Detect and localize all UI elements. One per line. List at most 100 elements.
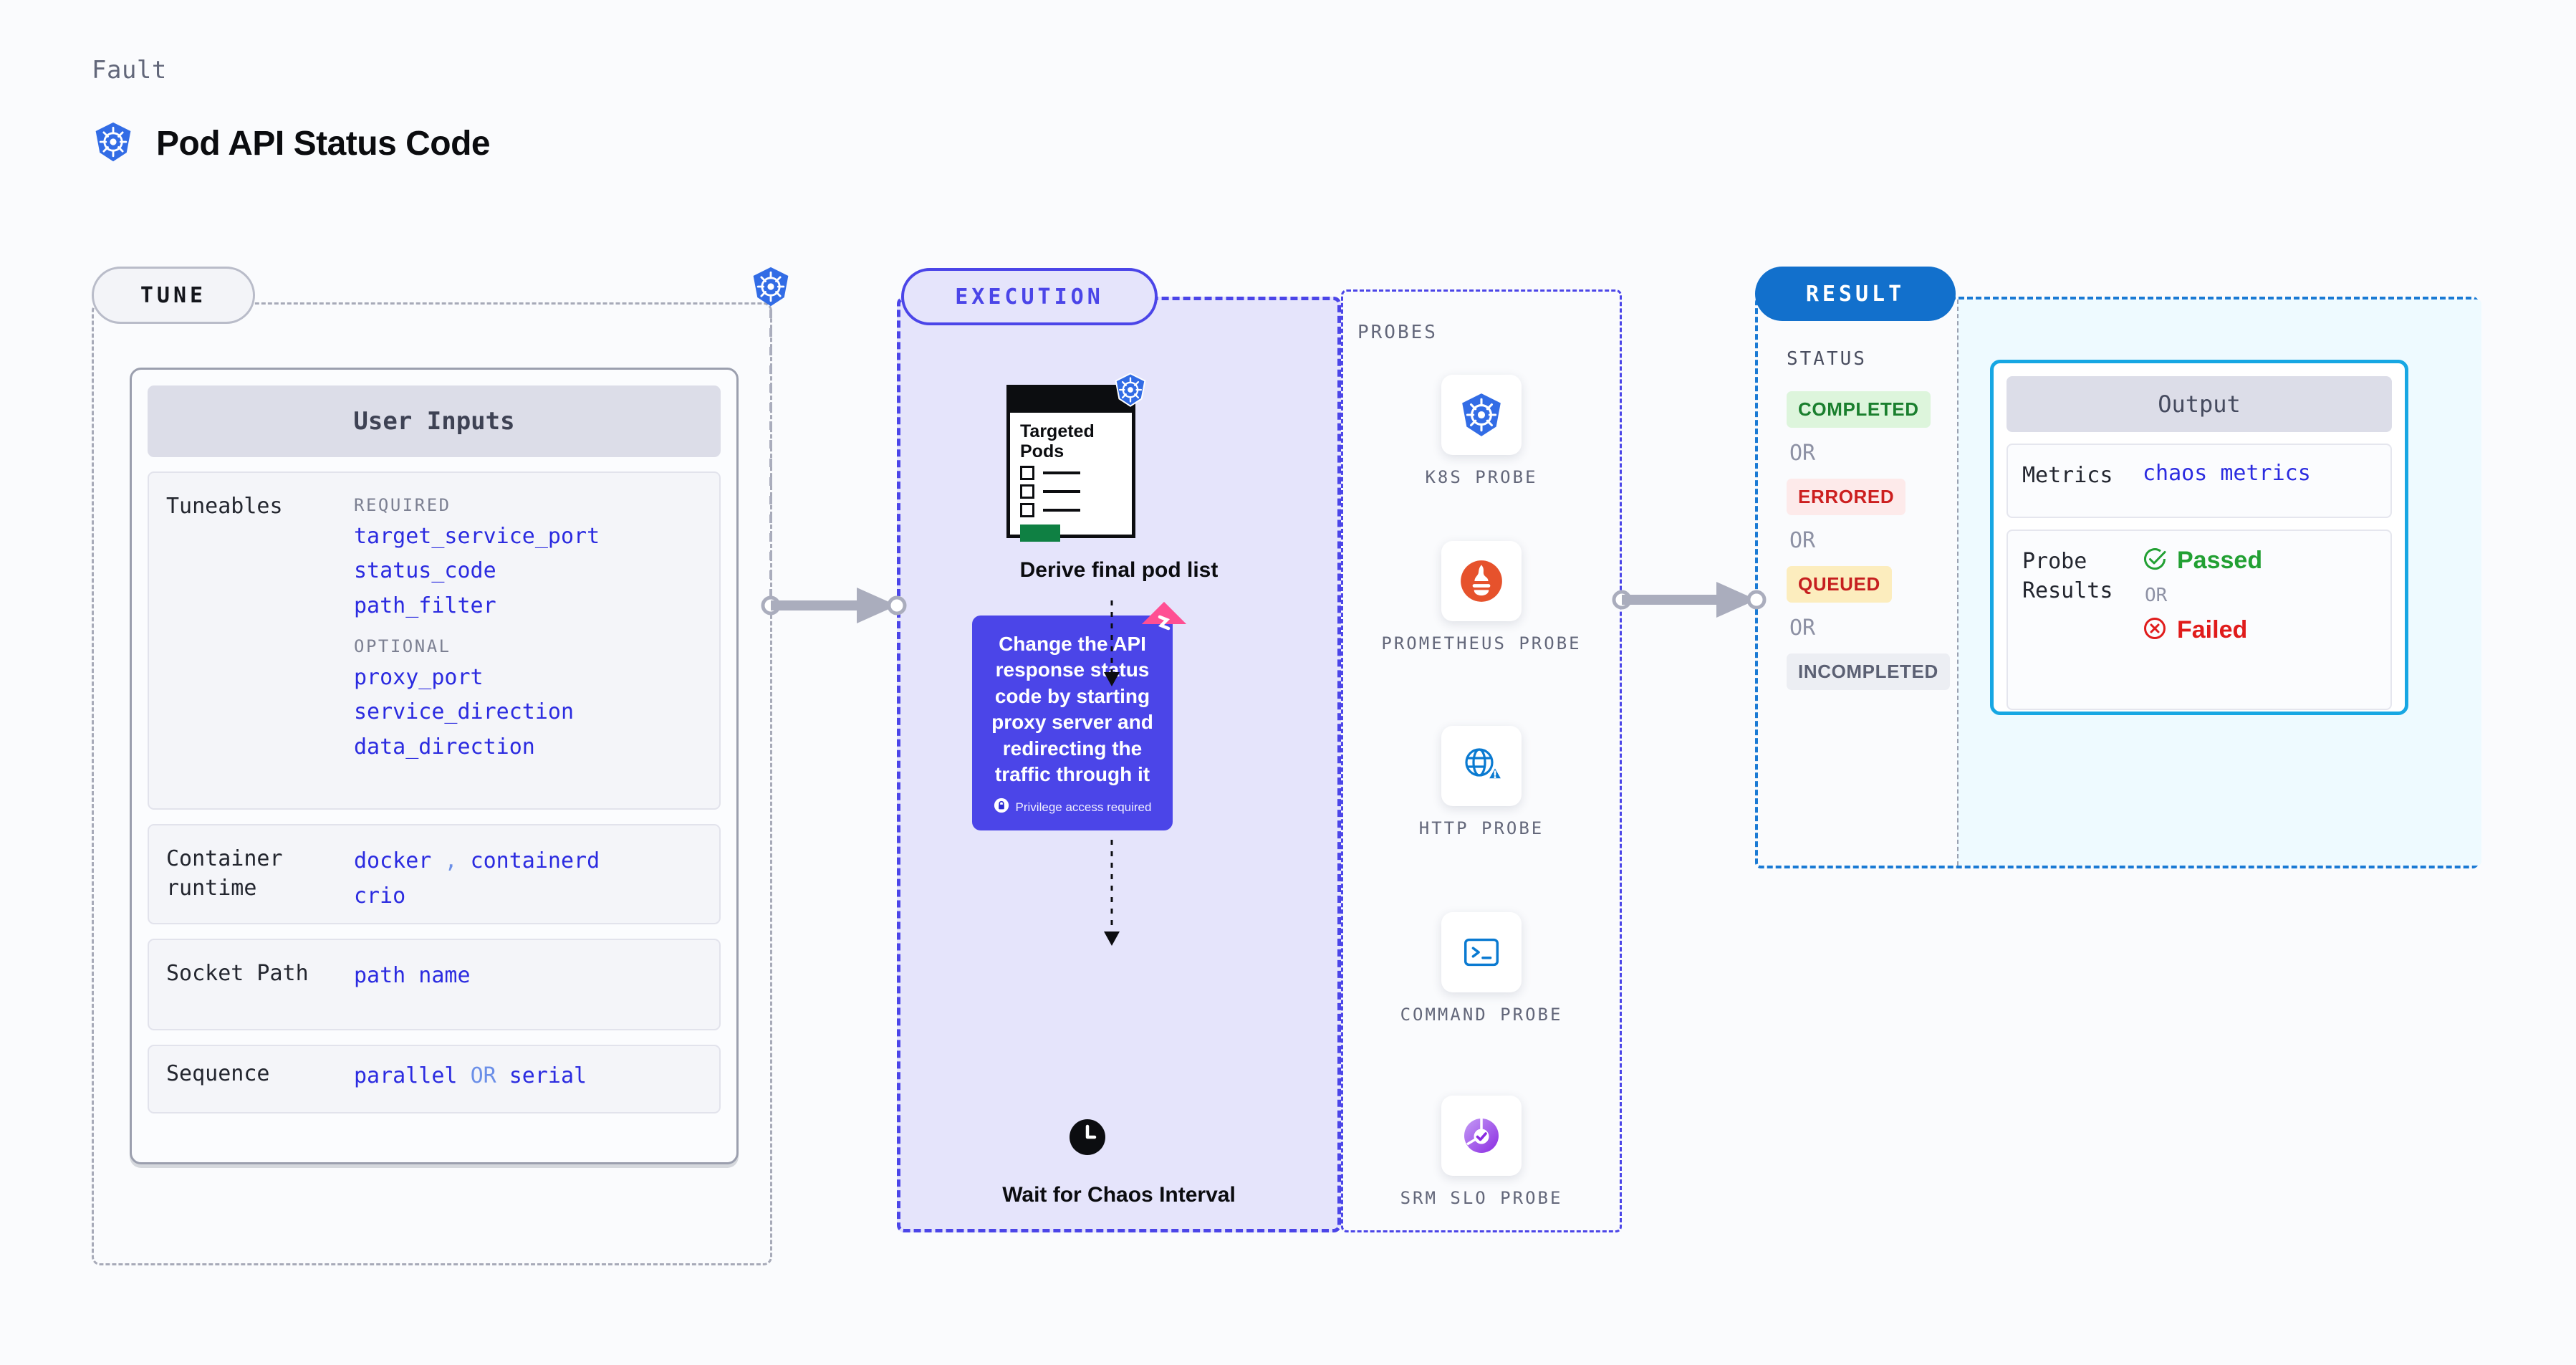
page-title: Pod API Status Code	[156, 125, 491, 163]
or-separator: OR	[2145, 585, 2168, 606]
kubernetes-icon	[92, 120, 135, 167]
status-column: STATUS COMPLETED OR ERRORED OR QUEUED OR…	[1787, 348, 1959, 690]
failed-label: Failed	[2177, 616, 2248, 643]
probe-label: COMMAND PROBE	[1400, 1005, 1563, 1025]
sequence-key: Sequence	[166, 1061, 270, 1086]
status-badge-queued: QUEUED	[1787, 566, 1892, 603]
probe-item-k8s[interactable]: K8S PROBE	[1343, 375, 1620, 489]
optional-group-label: OPTIONAL	[354, 636, 451, 656]
selected-pods-indicator	[1020, 525, 1060, 542]
result-panel: STATUS COMPLETED OR ERRORED OR QUEUED OR…	[1755, 297, 2481, 868]
terminal-icon	[1441, 912, 1522, 992]
tuneables-values: REQUIRED target_service_port status_code…	[354, 492, 600, 790]
probe-results-row: Probe Results Passed OR	[2007, 530, 2392, 710]
probes-panel: PROBES K8S PROBE PROMETHEUS PROBE	[1341, 289, 1622, 1232]
connector-tune-to-execution	[761, 588, 907, 623]
runtime-docker[interactable]: docker	[354, 848, 432, 873]
sequence-row: Sequence parallel OR serial	[148, 1045, 721, 1113]
runtime-containerd[interactable]: containerd	[470, 848, 600, 873]
check-circle-icon	[2143, 547, 2167, 575]
probe-label: PROMETHEUS PROBE	[1381, 633, 1582, 653]
probe-item-command[interactable]: COMMAND PROBE	[1343, 912, 1620, 1027]
required-group-label: REQUIRED	[354, 495, 451, 515]
or-separator: OR	[1789, 616, 1816, 641]
kubernetes-icon	[1112, 372, 1148, 411]
pod-list-item	[1010, 480, 1132, 499]
output-card: Output Metrics chaos metrics Probe Resul…	[1990, 360, 2408, 715]
sequence-parallel[interactable]: parallel	[354, 1063, 458, 1088]
user-inputs-title: User Inputs	[148, 385, 721, 457]
metrics-value[interactable]: chaos metrics	[2143, 461, 2311, 486]
runtime-separator: ,	[444, 848, 458, 873]
fault-eyebrow-label: Fault	[92, 56, 167, 85]
clock-icon	[1069, 1119, 1106, 1159]
pod-name-placeholder	[1043, 471, 1080, 474]
or-separator: OR	[1789, 528, 1816, 553]
probe-label: K8S PROBE	[1425, 467, 1538, 487]
status-badge-errored: ERRORED	[1787, 479, 1906, 515]
tuneable-proxy-port[interactable]: proxy_port	[354, 664, 484, 690]
tune-stage-badge[interactable]: TUNE	[92, 267, 255, 324]
passed-label: Passed	[2177, 547, 2263, 574]
sequence-serial[interactable]: serial	[509, 1063, 587, 1088]
socket-path-value[interactable]: path name	[354, 963, 471, 988]
runtime-crio[interactable]: crio	[354, 883, 406, 909]
tuneable-path-filter[interactable]: path_filter	[354, 593, 496, 619]
srm-slo-icon	[1441, 1096, 1522, 1176]
probe-item-prometheus[interactable]: PROMETHEUS PROBE	[1343, 541, 1620, 656]
wait-for-chaos-interval-label: Wait for Chaos Interval	[1002, 1183, 1236, 1207]
prometheus-icon	[1441, 541, 1522, 621]
tuneables-row: Tuneables REQUIRED target_service_port s…	[148, 471, 721, 810]
x-circle-icon	[2143, 616, 2167, 644]
probe-result-failed: Failed	[2143, 616, 2262, 644]
output-section: Output Metrics chaos metrics Probe Resul…	[1957, 300, 2481, 866]
container-runtime-row: Container runtime docker , containerd cr…	[148, 824, 721, 924]
result-stage-badge[interactable]: RESULT	[1755, 267, 1956, 321]
privilege-text: Privilege access required	[1015, 800, 1152, 814]
tuneable-service-direction[interactable]: service_direction	[354, 699, 575, 725]
probe-label: HTTP PROBE	[1418, 818, 1544, 838]
tuneable-data-direction[interactable]: data_direction	[354, 734, 535, 760]
derive-pod-list-label: Derive final pod list	[1019, 558, 1219, 582]
pod-list-item	[1010, 499, 1132, 517]
checkbox-icon	[1020, 484, 1034, 499]
metrics-key: Metrics	[2022, 463, 2113, 488]
status-badge-incompleted: INCOMPLETED	[1787, 653, 1950, 690]
http-globe-warning-icon	[1441, 726, 1522, 806]
lock-icon	[994, 798, 1009, 817]
connector-execution-to-result	[1612, 582, 1767, 618]
probe-results-values: Passed OR Failed	[2143, 547, 2262, 693]
probe-result-passed: Passed	[2143, 547, 2262, 575]
privilege-note: Privilege access required	[985, 798, 1160, 817]
pod-name-placeholder	[1043, 509, 1080, 512]
tune-panel: User Inputs Tuneables REQUIRED target_se…	[92, 302, 772, 1265]
probe-item-http[interactable]: HTTP PROBE	[1343, 726, 1620, 840]
page-title-row: Pod API Status Code	[92, 120, 491, 167]
sequence-separator: OR	[470, 1063, 496, 1088]
pod-list-item	[1010, 461, 1132, 480]
probe-results-key: Probe Results	[2022, 549, 2113, 604]
sequence-values: parallel OR serial	[354, 1059, 587, 1093]
execution-stage-badge[interactable]: EXECUTION	[901, 268, 1158, 325]
socket-path-key: Socket Path	[166, 961, 309, 986]
container-runtime-key: Container runtime	[166, 846, 283, 901]
container-runtime-values: docker , containerd crio	[354, 844, 600, 909]
socket-path-values: path name	[354, 959, 471, 1010]
user-inputs-card: User Inputs Tuneables REQUIRED target_se…	[130, 368, 739, 1164]
status-badge-completed: COMPLETED	[1787, 391, 1931, 428]
chaos-action-card: Change the API response status code by s…	[972, 601, 1187, 830]
targeted-pods-card: Targeted Pods	[1006, 385, 1135, 542]
status-section-label: STATUS	[1787, 348, 1867, 370]
targeted-pods-title: Targeted Pods	[1020, 421, 1095, 461]
execution-panel: Targeted Pods Derive final pod list Chan…	[897, 297, 1341, 1232]
probe-item-srm-slo[interactable]: SRM SLO PROBE	[1343, 1096, 1620, 1210]
chaos-fault-icon	[1140, 600, 1188, 648]
checkbox-icon	[1020, 466, 1034, 480]
probe-label: SRM SLO PROBE	[1400, 1188, 1563, 1208]
tuneable-status-code[interactable]: status_code	[354, 558, 496, 584]
tuneable-target-service-port[interactable]: target_service_port	[354, 523, 600, 549]
metrics-row: Metrics chaos metrics	[2007, 444, 2392, 518]
kubernetes-icon	[1441, 375, 1522, 455]
socket-path-row: Socket Path path name	[148, 939, 721, 1030]
probes-section-label: PROBES	[1357, 322, 1438, 343]
